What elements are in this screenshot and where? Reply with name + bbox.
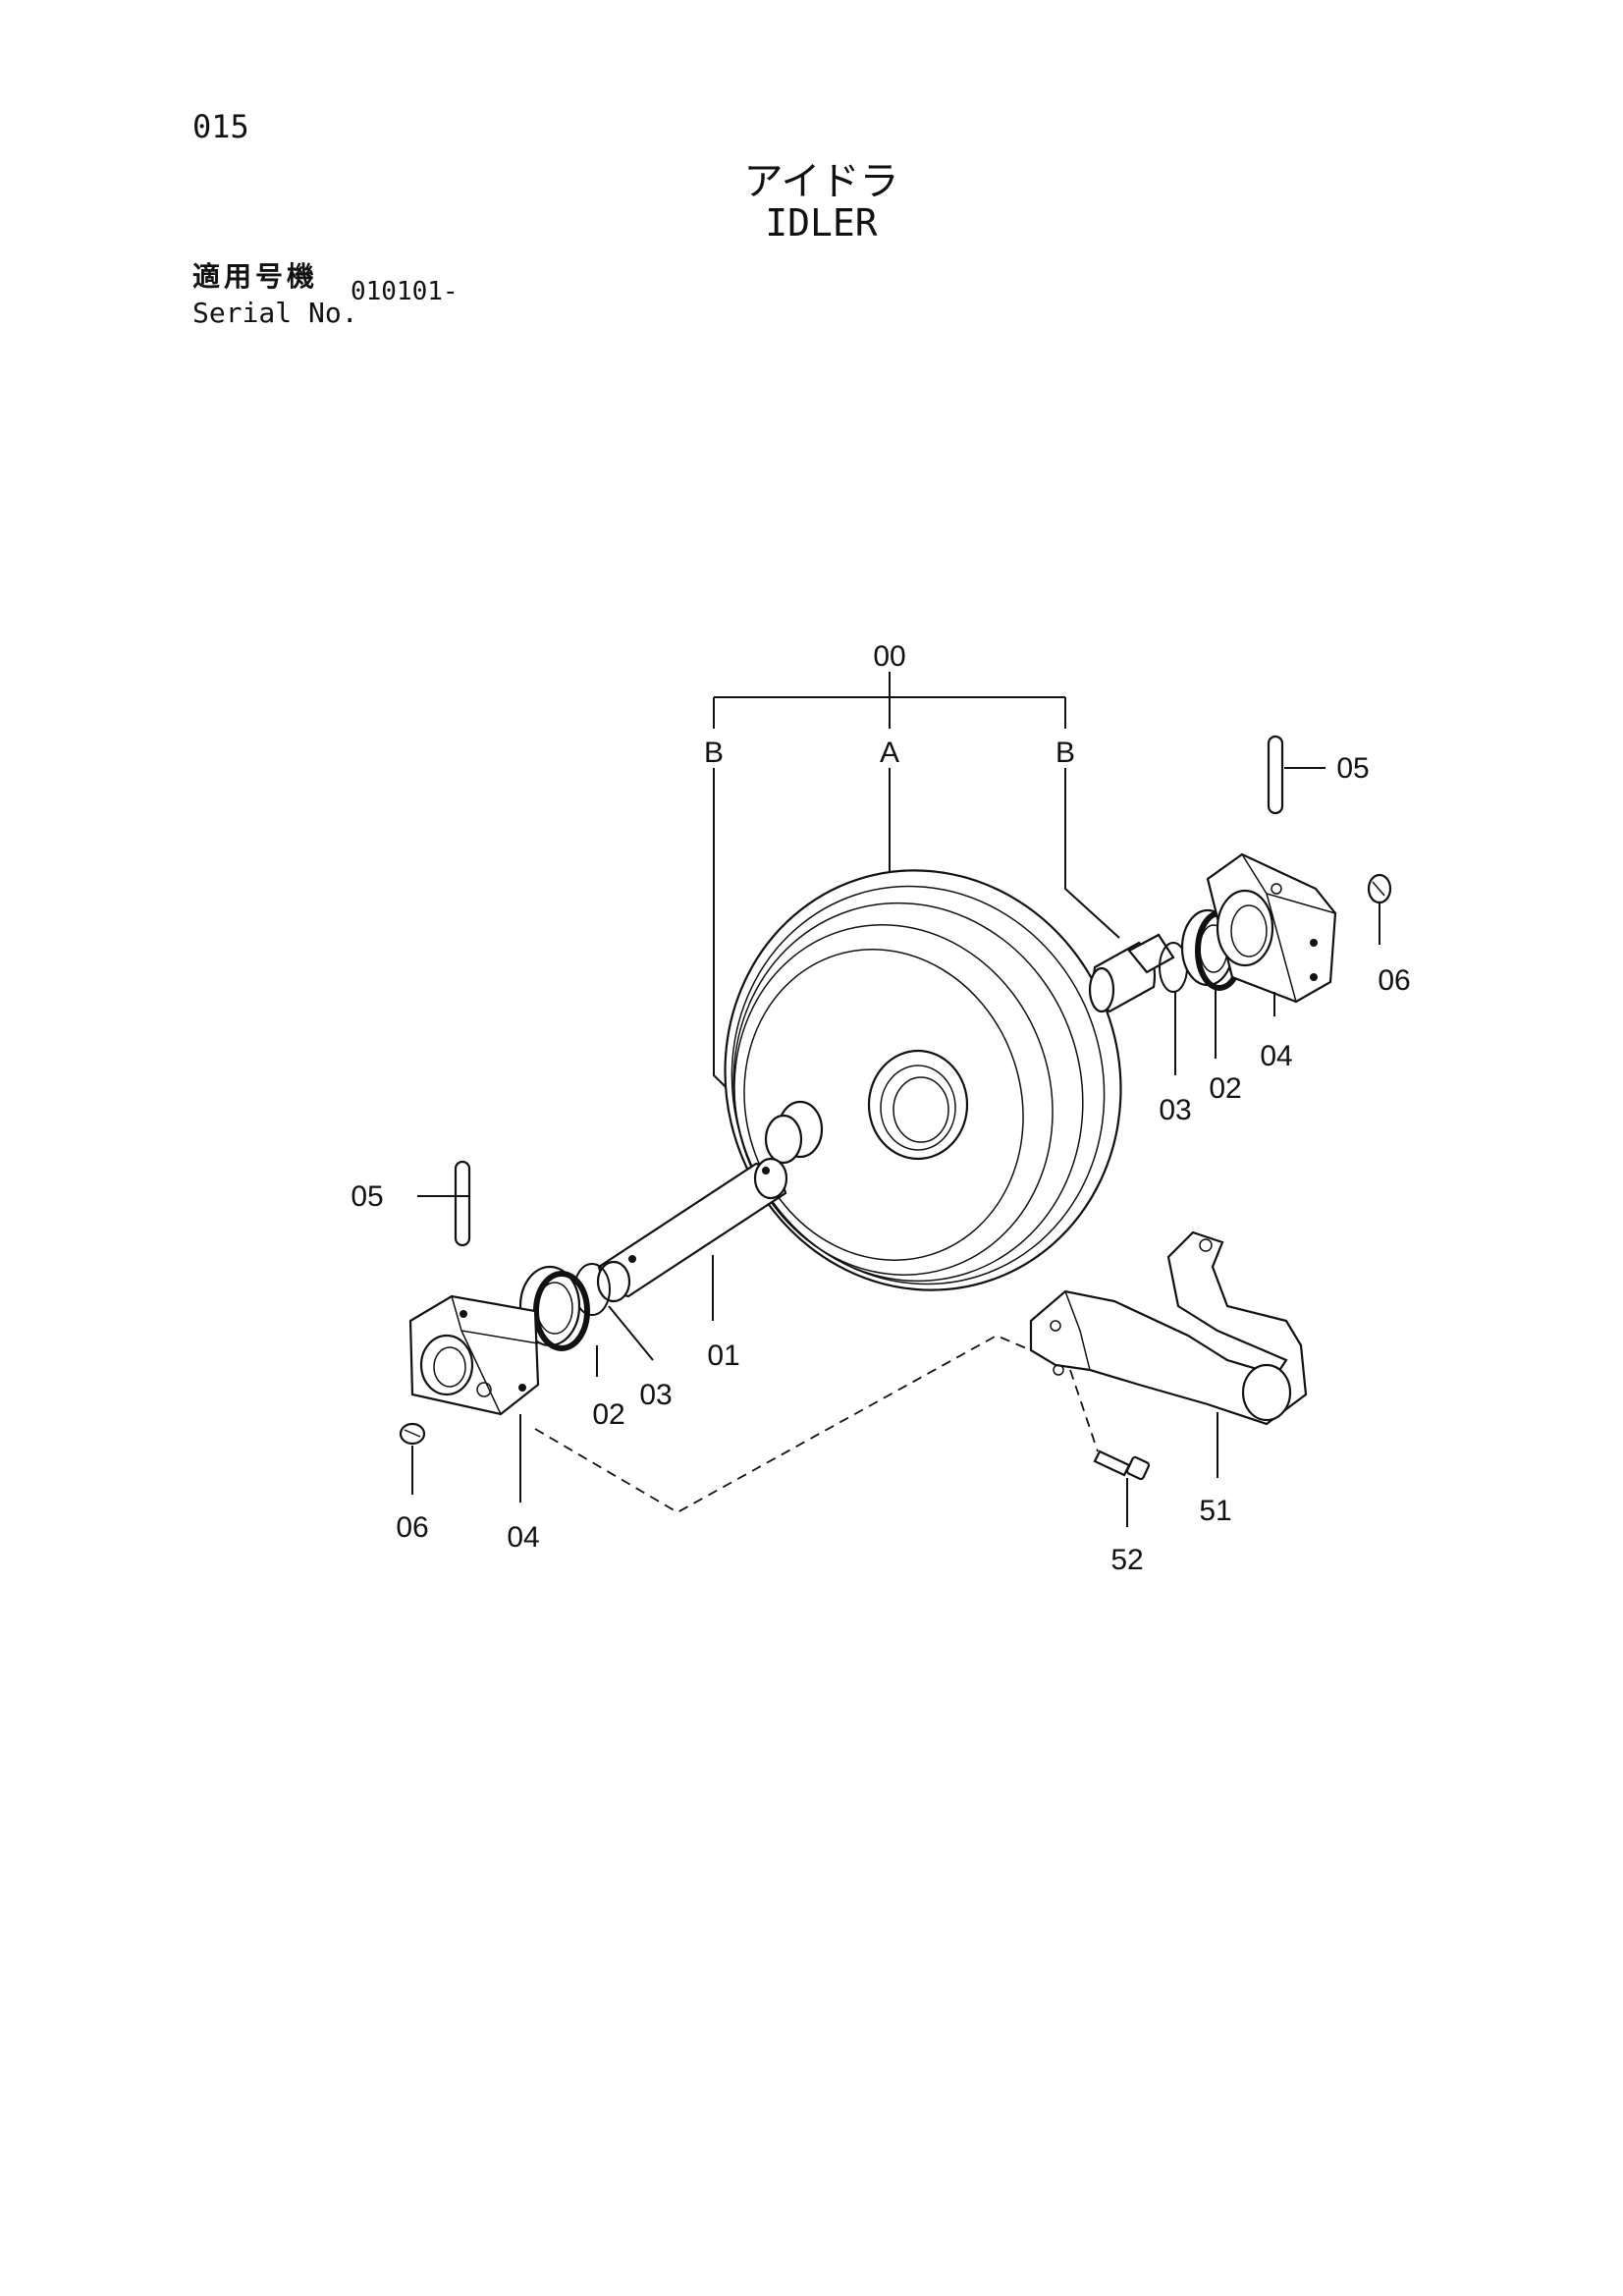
- page-number: 015: [192, 108, 249, 145]
- bolt: [1093, 1449, 1151, 1481]
- dashed-assembly-lines: [534, 1334, 1099, 1514]
- bushing-left: [764, 1100, 824, 1165]
- callout-plug-right: 06: [1378, 964, 1410, 997]
- plug-left: [399, 1422, 426, 1446]
- callout-group-b-right: B: [1055, 737, 1075, 769]
- plug-right: [1367, 873, 1392, 904]
- page-title-japanese: アイドラ: [743, 159, 899, 204]
- callout-bolt: 52: [1110, 1544, 1143, 1576]
- callout-group-b-left: B: [704, 737, 724, 769]
- callout-o-ring-right: 03: [1159, 1094, 1191, 1126]
- serial-label: Serial No.: [192, 297, 358, 329]
- serial-label-japanese: 適用号機: [192, 260, 319, 293]
- callout-bracket: 51: [1199, 1495, 1231, 1527]
- callout-assembly: 00: [873, 640, 905, 673]
- callout-shaft: 01: [707, 1339, 739, 1372]
- callout-block-right: 04: [1260, 1040, 1292, 1072]
- pin-left: [454, 1160, 471, 1247]
- idler-wheel: [724, 869, 1122, 1291]
- leader-lines: [411, 767, 1380, 1527]
- page-title: IDLER: [765, 201, 878, 245]
- callout-plug-left: 06: [396, 1511, 428, 1544]
- callout-pin-right: 05: [1336, 752, 1369, 785]
- block-right: [1206, 852, 1337, 1004]
- callout-group-a: A: [880, 737, 899, 769]
- callout-seal-left: 02: [592, 1398, 624, 1431]
- callout-block-left: 04: [507, 1521, 539, 1554]
- callout-seal-right: 02: [1209, 1072, 1241, 1105]
- callout-o-ring-left: 03: [639, 1379, 672, 1411]
- shaft: [596, 1157, 788, 1303]
- serial-number-value: 010101-: [351, 277, 459, 306]
- block-left: [408, 1294, 540, 1416]
- bushing-right: [1088, 933, 1175, 1013]
- bracket: [1029, 1230, 1308, 1426]
- callout-pin-left: 05: [351, 1180, 383, 1213]
- pin-right: [1267, 735, 1284, 815]
